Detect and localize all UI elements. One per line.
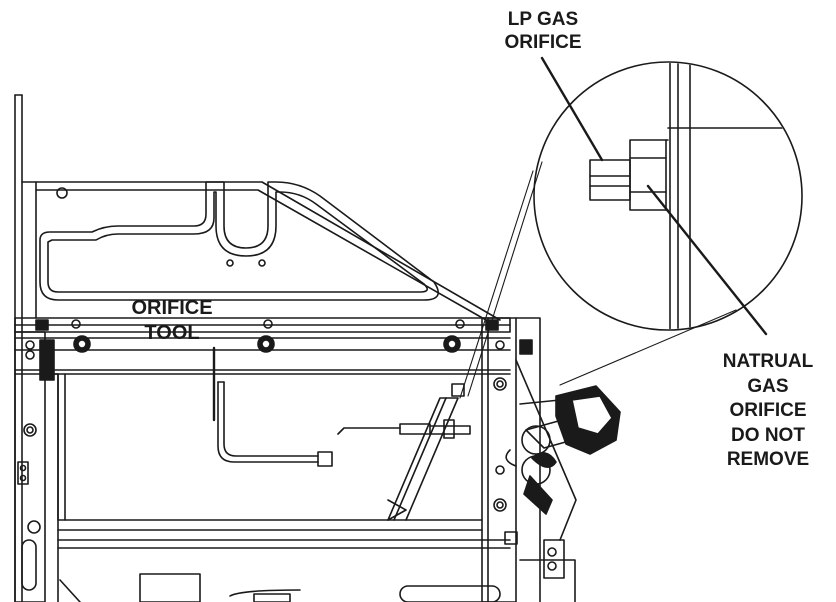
natural-gas-orifice-line-2: GAS — [747, 375, 789, 397]
bottom-features — [59, 573, 501, 602]
right-column — [481, 317, 576, 602]
flame-spreader — [387, 383, 465, 521]
lp-gas-orifice-line-2: ORIFICE — [504, 32, 582, 53]
orifice-tool-shape — [217, 381, 333, 467]
grommets — [73, 335, 461, 353]
orifice-tool-line-1: ORIFICE — [131, 297, 213, 319]
magnifier-circle — [533, 61, 803, 331]
natural-gas-orifice-line-5: REMOVE — [726, 449, 810, 470]
natural-gas-orifice-label: NATRUAL GAS ORIFICE DO NOT REMOVE — [700, 350, 836, 473]
orifice-tool-line-2: TOOL — [144, 322, 200, 344]
magnifier-connectors — [459, 161, 737, 399]
natural-gas-orifice-line-1: NATRUAL — [722, 351, 814, 372]
natural-gas-orifice-line-4: DO NOT — [731, 424, 805, 446]
heat-shield-plate — [35, 181, 501, 321]
lp-gas-orifice-label: LP GAS ORIFICE — [488, 8, 598, 54]
natural-gas-orifice-line-3: ORIFICE — [729, 400, 807, 421]
leader-lines — [212, 56, 768, 422]
gas-valve-assembly — [505, 359, 621, 541]
igniter — [337, 419, 471, 439]
lp-gas-orifice-line-1: LP GAS — [507, 9, 579, 30]
burner-box — [57, 373, 511, 549]
orifice-tool-label: ORIFICE TOOL — [112, 296, 232, 346]
